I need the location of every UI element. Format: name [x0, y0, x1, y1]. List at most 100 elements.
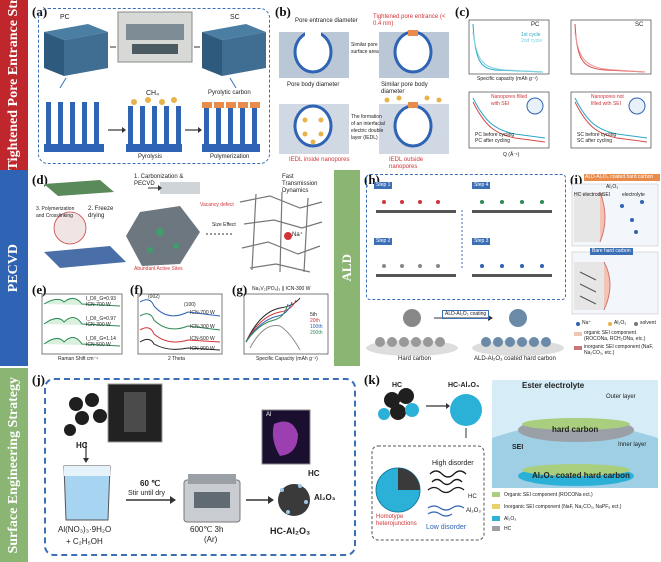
- pyrolysis-label: Pyrolysis: [138, 154, 163, 160]
- j-step2b: (Ar): [204, 535, 218, 544]
- panel-i-art: [571, 183, 659, 350]
- pc-label: PC: [60, 14, 70, 21]
- h-step3: Step 3: [472, 238, 491, 245]
- panel-d: (d) 1. Carbonization & PECVD 2. Freeze d…: [30, 172, 330, 280]
- j-hc2: HC: [308, 469, 320, 478]
- iedl-text: The formation of an interfacial electric…: [351, 114, 385, 141]
- pore-entrance-label: Pore entrance diameter: [295, 18, 358, 24]
- h-step2: Step 2: [374, 238, 393, 245]
- panel-g-art: [243, 293, 329, 355]
- d-size-effect: Size Effect: [212, 222, 236, 228]
- band-surface-sidebar: Surface Engineering Strategy: [0, 368, 28, 562]
- panel-h: (h) Step 1 Step 4 Step 2 Step 3 ALD-Al₂O…: [362, 172, 568, 364]
- k-leg-org: Organic SEI component (ROCONa ect.): [504, 492, 593, 498]
- g-leg-3: 100th: [310, 324, 323, 330]
- c-sc-title: SC: [635, 22, 644, 28]
- pore-open: [293, 30, 333, 74]
- band-surface-title: Surface Engineering Strategy: [6, 376, 21, 554]
- j-map-al: Al: [266, 412, 272, 418]
- f-002: (002): [148, 294, 160, 300]
- g-leg-2: 20th: [310, 318, 320, 324]
- ald-title: ALD: [339, 254, 354, 282]
- pc-cube: [44, 24, 108, 76]
- panel-c-label: (c): [455, 4, 470, 19]
- e-ratio-2: I_D/I_G=0.97: [86, 316, 116, 322]
- sc-cycle-curve: [574, 23, 646, 73]
- panel-g-label: (g): [232, 282, 248, 297]
- f-legend-2: ICN-300 W: [190, 324, 215, 330]
- c-sc-after: SC after cycling: [577, 138, 613, 144]
- pore-comb-right: [202, 102, 260, 152]
- similar-area-label: Similar pore surface area: [351, 42, 379, 55]
- i-electrolyte: electrolyte: [622, 192, 645, 198]
- g-leg-1: 5th: [310, 312, 317, 318]
- pore-body-label: Pore body diameter: [287, 82, 340, 88]
- h-coated: ALD-Al₂O₃ coated hard carbon: [474, 356, 556, 362]
- i-leg-inorg: inorganic SEI component (NaF, Na₂CO₃, et…: [584, 344, 654, 356]
- g-title: Na₃V₂(PO₄)₃ || ICN-300 W: [252, 286, 311, 292]
- panel-j-frame: [44, 378, 356, 556]
- d-vdefects: Vacancy defect: [200, 202, 234, 208]
- polymerization-label: Polymerization: [210, 154, 250, 160]
- panel-f-label: (f): [130, 282, 143, 297]
- i-leg-na: Na⁺: [582, 320, 592, 326]
- i-leg-solv: solvent: [640, 320, 656, 326]
- panel-k-art: [371, 380, 658, 541]
- raman-curve-3: [43, 337, 121, 347]
- j-al2o3: Al₂O₃: [314, 493, 336, 502]
- c-pc-before: PC before cycling: [475, 132, 515, 138]
- i-al2o3: Al₂O₃: [606, 184, 619, 190]
- panel-i-label: (i): [570, 172, 583, 187]
- panel-c: (c) PC SC 1st cycle 2nd cycle Specific c…: [455, 2, 659, 168]
- panel-d-art: [44, 180, 323, 273]
- e-legend-3: ICN-500 W: [86, 342, 111, 348]
- i-sei: SEI: [602, 192, 611, 198]
- panel-j-art: [63, 383, 311, 523]
- c-filled: Nanopores filled with SEI: [491, 94, 528, 107]
- c-sc-before: SC before cycling: [577, 132, 617, 138]
- j-hc: HC: [76, 441, 88, 450]
- e-legend-2: ICN-300 W: [86, 322, 111, 328]
- k-high: High disorder: [432, 460, 474, 467]
- k-hc-al: HC-Al₂O₃: [448, 382, 480, 389]
- tightened-label: Tightened pore entrance (< 0.4 nm): [373, 14, 446, 27]
- e-legend-1: ICN-700 W: [86, 302, 111, 308]
- k-hc: HC: [392, 382, 403, 389]
- f-100: (100): [184, 302, 196, 308]
- k-sei: SEI: [512, 444, 524, 451]
- c-xlabel: Specific capacity (mAh g⁻¹): [477, 76, 538, 82]
- e-xlabel: Raman Shift cm⁻¹: [58, 356, 98, 362]
- d-fast: Fast Transmission Dynamics: [282, 174, 318, 194]
- c-legend-1: 1st cycle: [521, 32, 541, 38]
- k-leg-al: Al₂O₃: [504, 516, 517, 522]
- panel-g: (g) Na₃V₂(PO₄)₃ || ICN-300 W 5th 20th 10…: [230, 282, 332, 364]
- panel-h-art: [366, 200, 564, 356]
- panel-a: (a) PC SC: [30, 2, 273, 168]
- k-al2o3: Al₂O₃: [466, 508, 481, 514]
- g-leg-4: 200th: [310, 330, 323, 336]
- panel-d-label: (d): [32, 172, 48, 187]
- band-cvd-title: CVD Tightened Pore Entrance Strategy: [6, 0, 21, 170]
- band-pecvd-title: PECVD: [6, 243, 21, 293]
- k-homo: Homotype heterojunctions: [376, 514, 417, 527]
- tube-furnace: [183, 474, 241, 523]
- i-hc-electrode: HC electrode: [574, 192, 604, 198]
- iedl-inside-label: IEDL inside nanopores: [289, 157, 350, 163]
- h-hard: Hard carbon: [398, 356, 432, 362]
- h-step4: Step 4: [472, 182, 491, 189]
- c-pc-after: PC after cycling: [475, 138, 511, 144]
- k-hc-label: hard carbon: [552, 425, 599, 434]
- panel-k-label: (k): [364, 372, 380, 387]
- band-surface: Surface Engineering Strategy (j) HC Al(N…: [0, 368, 661, 562]
- graphene-mesh: [239, 191, 323, 273]
- panel-a-frame: [38, 8, 270, 164]
- f-xlabel: 2 Theta: [168, 356, 185, 362]
- hc-al2o3-sphere: [450, 394, 482, 426]
- d-sites: Abundant Active Sites: [134, 266, 183, 272]
- f-legend-4: ICN-900 W: [190, 346, 215, 352]
- j-product: HC-Al₂O₃: [270, 526, 311, 536]
- d-step2: 2. Freeze drying: [88, 206, 114, 219]
- iedl-outside-label: IEDL outside nanopores: [389, 157, 424, 170]
- hc-particles: [64, 393, 107, 436]
- c-not-filled: Nanopores not filled with SEI: [591, 94, 624, 107]
